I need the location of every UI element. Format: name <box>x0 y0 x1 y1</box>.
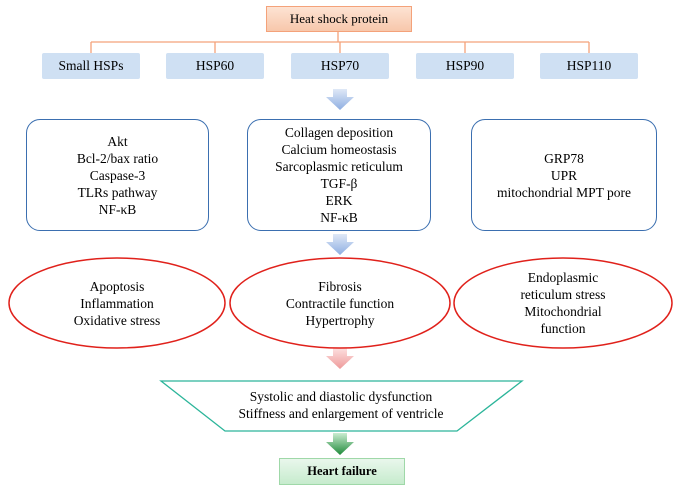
dysfunction-trapezoid <box>159 380 524 432</box>
heat-shock-protein-box: Heat shock protein <box>266 6 412 32</box>
heart-failure-label: Heart failure <box>307 464 377 478</box>
heat-shock-protein-label: Heat shock protein <box>289 11 389 26</box>
hsp-box-90: HSP90 <box>416 53 514 79</box>
hsp-label: HSP110 <box>566 58 612 73</box>
mechanism-item: Calcium homeostasis <box>281 142 397 157</box>
effect-item: function <box>540 321 586 336</box>
ellipse-fibrosis: Fibrosis Contractile function Hypertroph… <box>230 258 450 348</box>
effect-item: Hypertrophy <box>305 312 375 328</box>
mechanism-item: GRP78 <box>544 150 584 166</box>
down-arrow-3 <box>326 348 354 369</box>
mechanism-box-right: GRP78 UPR mitochondrial MPT pore <box>471 119 657 231</box>
dysfunction-item: Stiffness and enlargement of ventricle <box>238 406 444 421</box>
heart-failure-box: Heart failure <box>279 458 405 485</box>
dysfunction-item: Systolic and diastolic dysfunction <box>249 389 433 404</box>
mechanism-item: Collagen deposition <box>284 125 394 140</box>
hsp-box-60: HSP60 <box>166 53 264 79</box>
mechanism-item: Bcl-2/bax ratio <box>76 150 159 166</box>
mechanism-item: NF-κB <box>320 210 358 225</box>
mechanism-box-left: Akt Bcl-2/bax ratio Caspase-3 TLRs pathw… <box>26 119 209 231</box>
effect-item: Mitochondrial <box>524 304 602 319</box>
effect-item: Oxidative stress <box>73 312 161 328</box>
mechanism-item: NF-κB <box>98 201 137 217</box>
effect-item: Endoplasmic <box>527 270 599 285</box>
ellipse-fibrosis-outline <box>229 257 451 349</box>
ellipse-er-stress: Endoplasmic reticulum stress Mitochondri… <box>454 258 672 348</box>
ellipse-er-stress-outline <box>453 257 673 349</box>
effect-item: Apoptosis <box>89 278 145 294</box>
mechanism-item: TGF-β <box>320 176 358 191</box>
hsp-label: Small HSPs <box>58 58 124 73</box>
down-arrow-2 <box>326 234 354 255</box>
mechanism-box-center: Collagen deposition Calcium homeostasis … <box>247 119 431 231</box>
mechanism-item: ERK <box>325 193 353 208</box>
hsp-box-small: Small HSPs <box>42 53 140 79</box>
effect-item: Inflammation <box>80 295 154 311</box>
mechanism-item: Sarcoplasmic reticulum <box>275 159 403 174</box>
effect-item: reticulum stress <box>520 287 606 302</box>
effect-item: Fibrosis <box>318 278 362 294</box>
hsp-label: HSP70 <box>320 58 360 73</box>
mechanism-item: TLRs pathway <box>77 184 158 200</box>
ellipse-apoptosis: Apoptosis Inflammation Oxidative stress <box>9 258 225 348</box>
mechanism-item: mitochondrial MPT pore <box>497 184 631 200</box>
dysfunction-text: Systolic and diastolic dysfunction Stiff… <box>180 385 502 425</box>
down-arrow-1 <box>326 89 354 110</box>
hsp-box-110: HSP110 <box>540 53 638 79</box>
effect-item: Contractile function <box>285 295 395 311</box>
mechanism-item: UPR <box>550 167 578 183</box>
hsp-box-70: HSP70 <box>291 53 389 79</box>
hsp-label: HSP60 <box>195 58 235 73</box>
branch-lines <box>90 30 590 53</box>
down-arrow-4 <box>326 433 354 455</box>
mechanism-item: Caspase-3 <box>89 167 146 183</box>
hsp-label: HSP90 <box>445 58 485 73</box>
ellipse-apoptosis-outline <box>8 257 226 349</box>
mechanism-item: Akt <box>107 133 128 149</box>
